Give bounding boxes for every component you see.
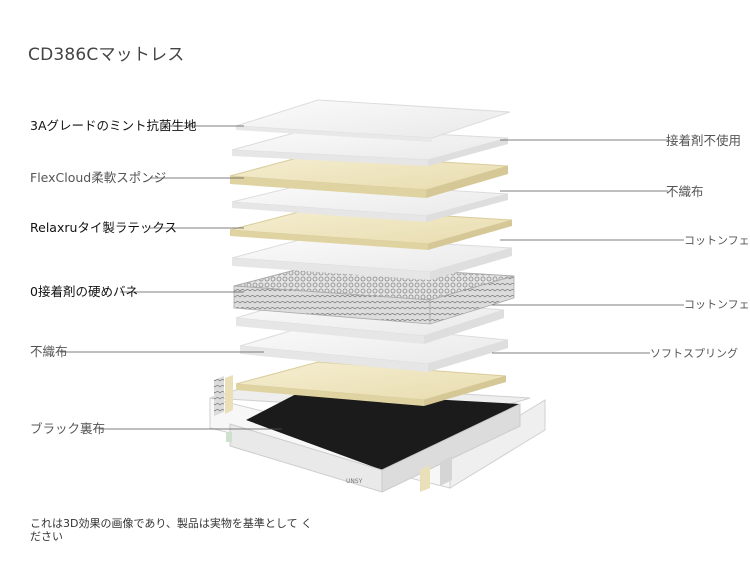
left-leaders [60, 125, 282, 430]
label-cotton-felt-1: コットンフェ [684, 234, 750, 247]
right-leaders [492, 139, 684, 354]
label-black-backing: ブラック裏布 [30, 421, 106, 436]
label-cotton-felt-2: コットンフェ [684, 298, 750, 311]
layer-nonwoven-top [231, 181, 509, 222]
label-nonwoven-right: 不織布 [666, 184, 704, 199]
label-glue-free: 接着剤不使用 [666, 133, 742, 148]
page-title: CD386Cマットレス [28, 45, 185, 65]
layer-antibacterial-fabric [235, 99, 511, 142]
label-latex: Relaxruタイ製ラテックス [30, 220, 178, 235]
label-soft-spring: ソフトスプリング [650, 347, 738, 360]
label-flexcloud-sponge: FlexCloud柔軟スポンジ [30, 170, 167, 185]
layer-cream-bottom [235, 361, 507, 406]
label-nonwoven-left: 不織布 [30, 344, 68, 359]
label-hard-spring: 0接着剤の硬めバネ [30, 284, 138, 299]
disclaimer-note: これは3D効果の画像であり、製品は実物を基準として ください [30, 517, 313, 544]
base-brand: UNSY [346, 478, 363, 485]
label-antibacterial-fabric: 3Aグレードのミント抗菌生地 [30, 118, 197, 133]
